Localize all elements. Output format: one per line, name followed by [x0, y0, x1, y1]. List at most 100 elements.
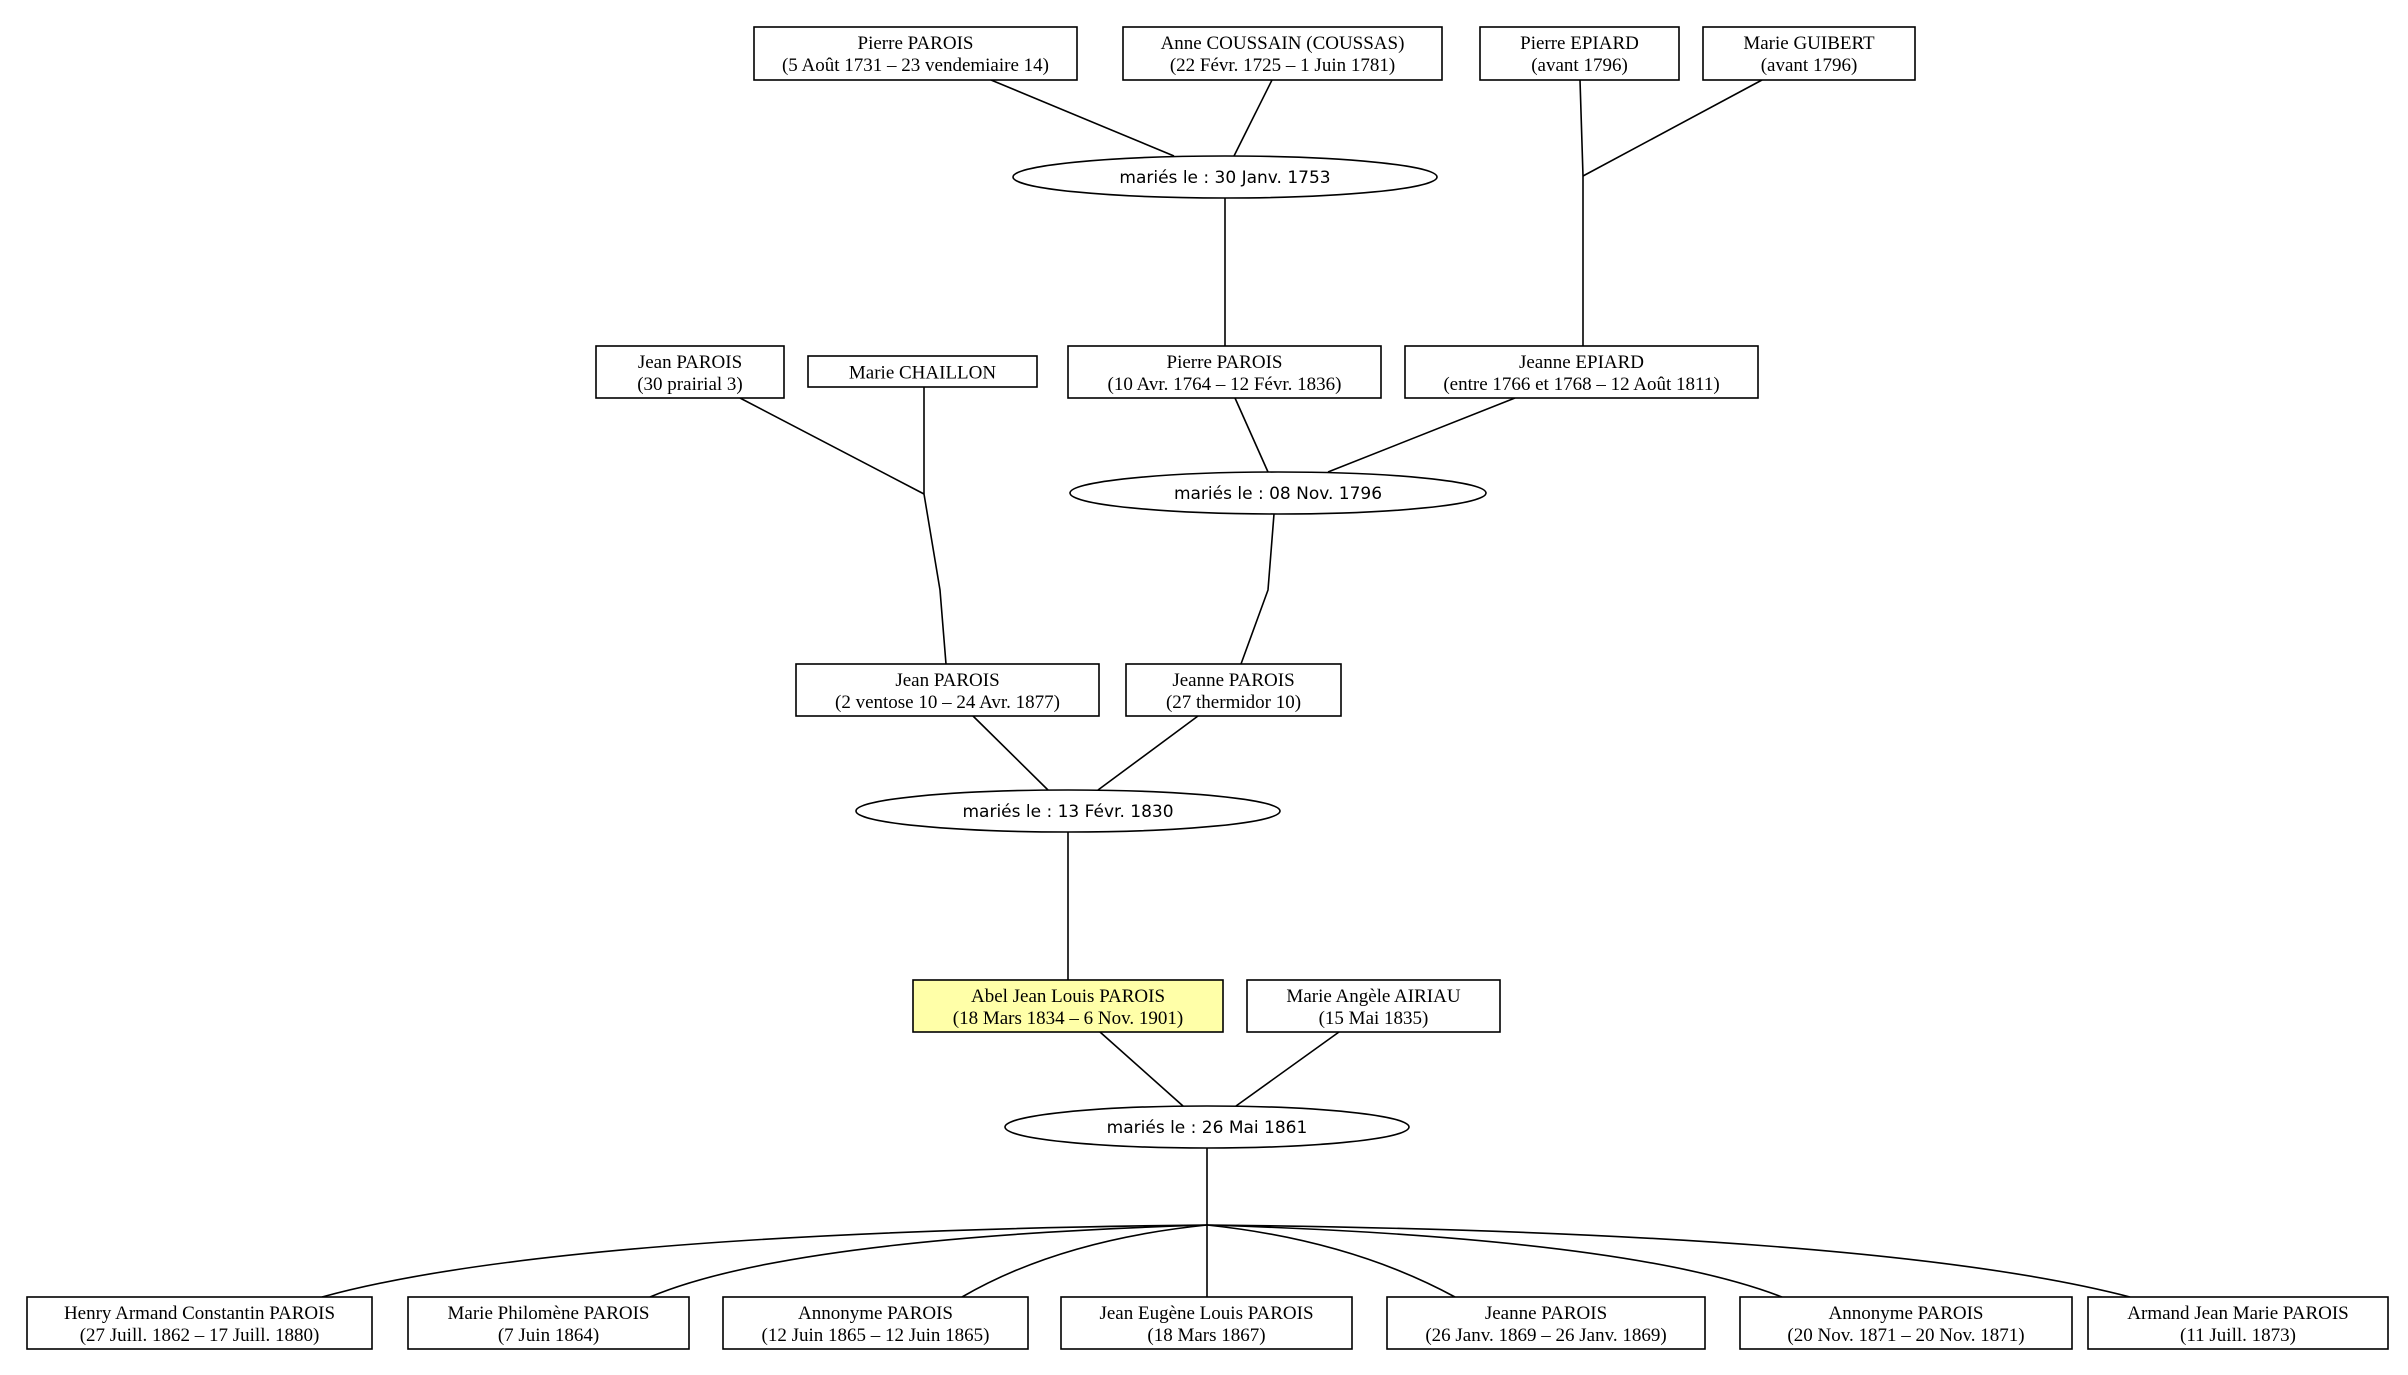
person-name: Marie Angèle AIRIAU	[1286, 986, 1460, 1007]
person-box-frame	[1125, 663, 1342, 717]
person-box-c5[interactable]: Jeanne PAROIS(26 Janv. 1869 – 26 Janv. 1…	[1386, 1296, 1706, 1350]
unions-layer: mariés le : 30 Janv. 1753 mariés le : 08 …	[855, 155, 1487, 1149]
marriage-node-u4[interactable]: mariés le : 26 Mai 1861	[1004, 1105, 1410, 1149]
person-box-frame	[753, 26, 1078, 81]
person-dates: (11 Juill. 1873)	[2180, 1325, 2296, 1346]
person-box-frame	[807, 355, 1038, 388]
person-box-p8[interactable]: Jeanne EPIARD(entre 1766 et 1768 – 12 Ao…	[1404, 345, 1759, 399]
edge-p8-u2	[1327, 397, 1516, 473]
edge-hub-c3	[961, 1224, 1208, 1298]
person-name: Marie CHAILLON	[849, 363, 996, 384]
person-box-frame	[1060, 1296, 1353, 1350]
person-dates: (27 Juill. 1862 – 17 Juill. 1880)	[80, 1325, 320, 1346]
person-name: Jean PAROIS	[638, 352, 742, 373]
person-name: Pierre EPIARD	[1520, 33, 1639, 54]
person-name: Marie Philomène PAROIS	[448, 1303, 650, 1324]
edge-p1-u1	[990, 79, 1175, 157]
person-name: Jeanne PAROIS	[1172, 670, 1294, 691]
person-dates: (26 Janv. 1869 – 26 Janv. 1869)	[1425, 1325, 1666, 1346]
edge-u2-p10	[1240, 513, 1275, 665]
person-name: Jeanne EPIARD	[1519, 352, 1644, 373]
person-dates: (27 thermidor 10)	[1166, 692, 1301, 713]
person-box-frame	[1246, 979, 1501, 1033]
edge-hub-c7	[1206, 1224, 2131, 1298]
edge-p11-u4	[1099, 1031, 1184, 1107]
person-name: Annonyme PAROIS	[1828, 1303, 1983, 1324]
marriage-node-u2[interactable]: mariés le : 08 Nov. 1796	[1069, 471, 1487, 515]
marriage-node-u3[interactable]: mariés le : 13 Févr. 1830	[855, 789, 1281, 833]
person-name: Henry Armand Constantin PAROIS	[64, 1303, 335, 1324]
person-box-frame	[1702, 26, 1916, 81]
person-box-p10[interactable]: Jeanne PAROIS(27 thermidor 10)	[1125, 663, 1342, 717]
person-box-p3[interactable]: Pierre EPIARD(avant 1796)	[1479, 26, 1680, 81]
person-box-frame	[26, 1296, 373, 1350]
person-box-frame	[1122, 26, 1443, 81]
person-dates: (avant 1796)	[1531, 55, 1628, 76]
person-box-p1[interactable]: Pierre PAROIS(5 Août 1731 – 23 vendemiai…	[753, 26, 1078, 81]
marriage-label: mariés le : 13 Févr. 1830	[962, 802, 1173, 822]
marriage-ellipse	[855, 789, 1281, 833]
person-name: Abel Jean Louis PAROIS	[971, 986, 1165, 1007]
person-dates: (18 Mars 1867)	[1147, 1325, 1265, 1346]
person-box-frame	[1479, 26, 1680, 81]
person-dates: (2 ventose 10 – 24 Avr. 1877)	[835, 692, 1060, 713]
person-box-frame	[407, 1296, 690, 1350]
person-dates: (15 Mai 1835)	[1319, 1008, 1429, 1029]
marriage-ellipse	[1012, 155, 1438, 199]
marriage-label: mariés le : 26 Mai 1861	[1107, 1118, 1308, 1138]
person-box-p2[interactable]: Anne COUSSAIN (COUSSAS)(22 Févr. 1725 – …	[1122, 26, 1443, 81]
edge-hub-c6	[1206, 1224, 1783, 1298]
person-box-c6[interactable]: Annonyme PAROIS(20 Nov. 1871 – 20 Nov. 1…	[1739, 1296, 2073, 1350]
person-dates: (30 prairial 3)	[637, 374, 743, 395]
person-dates: (18 Mars 1834 – 6 Nov. 1901)	[953, 1008, 1183, 1029]
person-dates: (5 Août 1731 – 23 vendemiaire 14)	[782, 55, 1049, 76]
person-box-c4[interactable]: Jean Eugène Louis PAROIS(18 Mars 1867)	[1060, 1296, 1353, 1350]
person-dates: (20 Nov. 1871 – 20 Nov. 1871)	[1787, 1325, 2024, 1346]
person-box-frame	[722, 1296, 1029, 1350]
edge-p10-u3	[1097, 715, 1199, 791]
edges-layer	[321, 79, 2131, 1298]
person-box-frame	[795, 663, 1100, 717]
person-dates: (avant 1796)	[1761, 55, 1858, 76]
person-box-c2[interactable]: Marie Philomène PAROIS(7 Juin 1864)	[407, 1296, 690, 1350]
person-dates: (entre 1766 et 1768 – 12 Août 1811)	[1443, 374, 1719, 395]
person-box-p4[interactable]: Marie GUIBERT(avant 1796)	[1702, 26, 1916, 81]
person-box-p9[interactable]: Jean PAROIS(2 ventose 10 – 24 Avr. 1877)	[795, 663, 1100, 717]
edge-p9-u3	[972, 715, 1049, 791]
person-box-frame	[1386, 1296, 1706, 1350]
person-dates: (12 Juin 1865 – 12 Juin 1865)	[762, 1325, 990, 1346]
edge-p12-u4	[1235, 1031, 1340, 1107]
person-name: Marie GUIBERT	[1743, 33, 1875, 54]
person-box-frame	[2087, 1296, 2389, 1350]
edge-p3-junction	[1579, 79, 1584, 177]
person-box-p5[interactable]: Jean PAROIS(30 prairial 3)	[595, 345, 785, 399]
edge-p7-u2	[1234, 397, 1269, 473]
person-name: Jean PAROIS	[895, 670, 999, 691]
person-name: Pierre PAROIS	[1167, 352, 1283, 373]
persons-layer: Pierre PAROIS (5 Août 1731 – 23 vendemiai…	[26, 26, 2389, 1350]
person-box-p6[interactable]: Marie CHAILLON	[807, 355, 1038, 388]
person-box-frame	[1067, 345, 1382, 399]
marriage-ellipse	[1004, 1105, 1410, 1149]
person-dates: (10 Avr. 1764 – 12 Févr. 1836)	[1108, 374, 1342, 395]
edge-p5-junction	[739, 397, 925, 495]
person-box-p7[interactable]: Pierre PAROIS(10 Avr. 1764 – 12 Févr. 18…	[1067, 345, 1382, 399]
marriage-node-u1[interactable]: mariés le : 30 Janv. 1753	[1012, 155, 1438, 199]
person-box-p11[interactable]: Abel Jean Louis PAROIS(18 Mars 1834 – 6 …	[912, 979, 1224, 1033]
person-name: Jeanne PAROIS	[1485, 1303, 1607, 1324]
person-box-c7[interactable]: Armand Jean Marie PAROIS(11 Juill. 1873)	[2087, 1296, 2389, 1350]
marriage-label: mariés le : 30 Janv. 1753	[1119, 168, 1330, 188]
marriage-label: mariés le : 08 Nov. 1796	[1174, 484, 1382, 504]
person-dates: (7 Juin 1864)	[498, 1325, 599, 1346]
person-box-frame	[912, 979, 1224, 1033]
edge-p4-junction	[1582, 79, 1763, 177]
person-box-frame	[1739, 1296, 2073, 1350]
edge-hub-c5	[1206, 1224, 1456, 1298]
person-name: Jean Eugène Louis PAROIS	[1099, 1303, 1313, 1324]
person-box-c1[interactable]: Henry Armand Constantin PAROIS(27 Juill.…	[26, 1296, 373, 1350]
person-box-c3[interactable]: Annonyme PAROIS(12 Juin 1865 – 12 Juin 1…	[722, 1296, 1029, 1350]
person-box-p12[interactable]: Marie Angèle AIRIAU(15 Mai 1835)	[1246, 979, 1501, 1033]
edge-p2-u1	[1233, 79, 1273, 157]
person-name: Annonyme PAROIS	[798, 1303, 953, 1324]
